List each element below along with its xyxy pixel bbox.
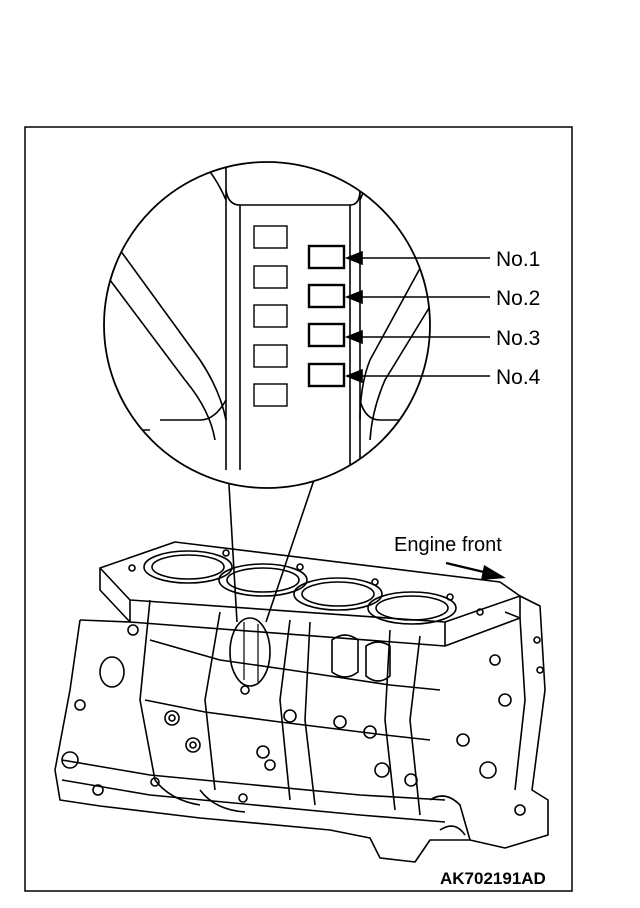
engine-block bbox=[54, 541, 549, 863]
label-no1: No.1 bbox=[496, 248, 540, 271]
leader-arrows bbox=[344, 250, 490, 384]
magnified-detail bbox=[103, 161, 431, 489]
cylinder-bore-3 bbox=[293, 577, 383, 611]
label-no3: No.3 bbox=[496, 327, 540, 350]
marking-box-no4 bbox=[307, 362, 346, 388]
arrow-right-icon bbox=[445, 561, 506, 580]
figure-frame bbox=[24, 126, 573, 892]
cylinder-bore-2 bbox=[218, 563, 308, 597]
cylinder-bore-4 bbox=[367, 591, 457, 625]
callout-cone bbox=[227, 467, 319, 623]
marking-box-no1 bbox=[307, 244, 346, 270]
engine-front-label: Engine front bbox=[394, 534, 502, 556]
figure-code: AK702191AD bbox=[440, 869, 546, 888]
marking-box-no2 bbox=[307, 283, 346, 309]
label-no4: No.4 bbox=[496, 366, 541, 389]
marking-location-circle bbox=[229, 617, 271, 687]
left-marking-boxes bbox=[253, 225, 288, 407]
magnifier-outline bbox=[103, 161, 431, 489]
cylinder-bore-1 bbox=[143, 550, 233, 584]
label-no2: No.2 bbox=[496, 287, 540, 310]
marking-box-no3 bbox=[307, 322, 346, 348]
